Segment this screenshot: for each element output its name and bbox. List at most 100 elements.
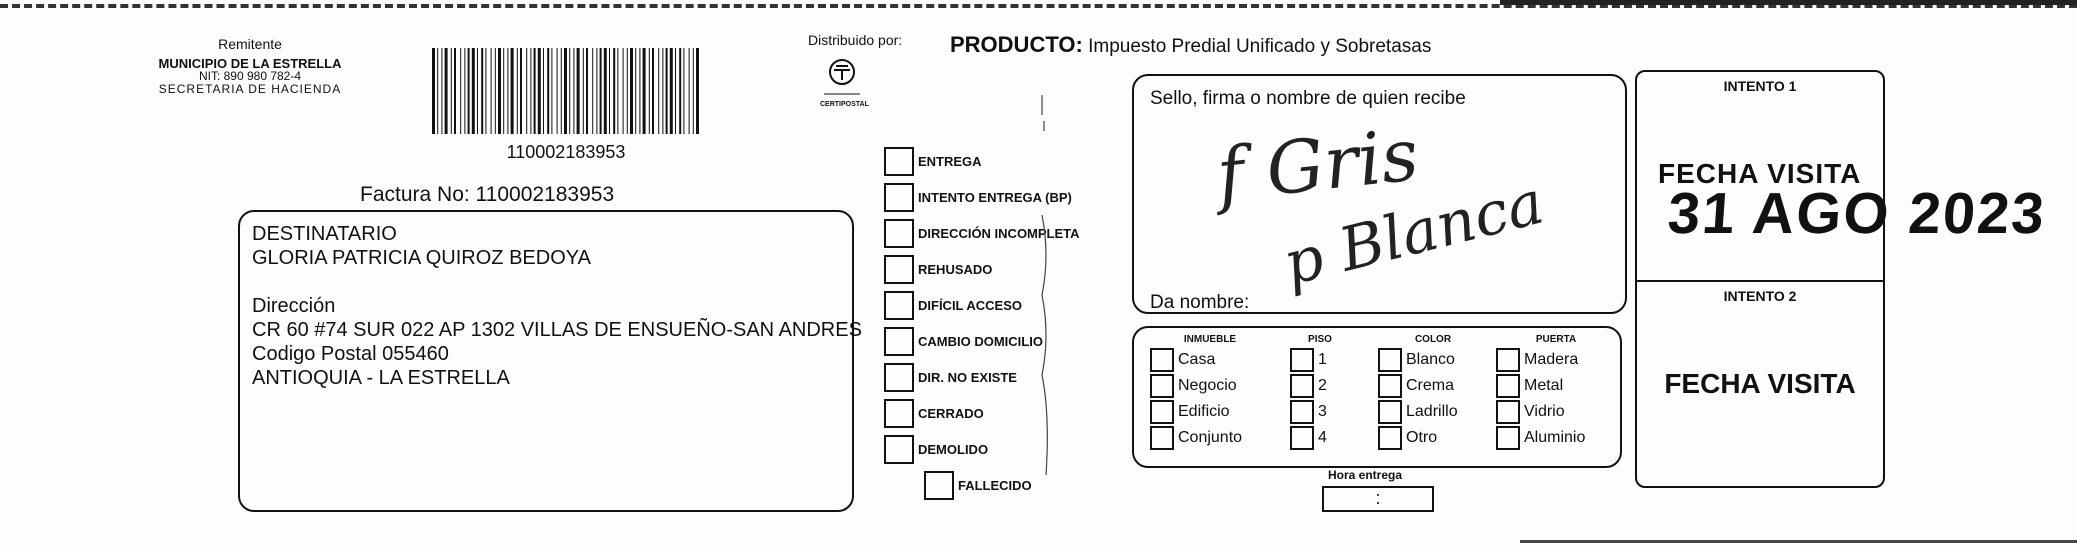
barcode-bar bbox=[648, 48, 650, 134]
attempt-2-label: INTENTO 2 bbox=[1723, 288, 1797, 304]
handwritten-signature: f Gris p Blanca bbox=[1208, 112, 1550, 299]
barcode-bar bbox=[471, 48, 475, 134]
checkbox[interactable] bbox=[1378, 426, 1402, 450]
checkbox[interactable] bbox=[884, 182, 914, 212]
checkbox[interactable] bbox=[1290, 426, 1314, 450]
barcode-bar bbox=[662, 48, 664, 134]
checkbox[interactable] bbox=[884, 398, 914, 428]
barcode-bar bbox=[635, 48, 637, 134]
color-head: COLOR bbox=[1414, 334, 1452, 345]
checkbox[interactable] bbox=[884, 218, 914, 248]
barcode-bar bbox=[560, 48, 562, 134]
barcode-bar bbox=[520, 48, 522, 134]
checkbox[interactable] bbox=[1150, 348, 1174, 372]
checkbox[interactable] bbox=[1290, 374, 1314, 398]
barcode-bar bbox=[477, 48, 478, 134]
checkbox[interactable] bbox=[884, 146, 914, 176]
barcode-bar bbox=[516, 48, 518, 134]
recipient-city: ANTIOQUIA - LA ESTRELLA bbox=[252, 367, 510, 389]
inmueble-head: INMUEBLE bbox=[1183, 334, 1237, 345]
color-blanco[interactable]: Blanco bbox=[1378, 347, 1488, 373]
piso-4[interactable]: 4 bbox=[1290, 425, 1350, 451]
barcode-bar bbox=[573, 48, 575, 134]
status-fallecido[interactable]: FALLECIDO bbox=[884, 467, 1124, 503]
checkbox[interactable] bbox=[884, 326, 914, 356]
logo-text: CERTIPOSTAL bbox=[820, 101, 869, 108]
certipostal-logo: CERTIPOSTAL bbox=[820, 56, 869, 116]
barcode-number: 110002183953 bbox=[506, 142, 626, 162]
puerta-madera[interactable]: Madera bbox=[1496, 347, 1616, 373]
checkbox[interactable] bbox=[1378, 374, 1402, 398]
checkbox[interactable] bbox=[1150, 400, 1174, 424]
checkbox[interactable] bbox=[1378, 348, 1402, 372]
checkbox[interactable] bbox=[884, 290, 914, 320]
barcode-bar bbox=[603, 48, 607, 134]
barcode-bar bbox=[679, 48, 682, 134]
checkbox[interactable] bbox=[1496, 374, 1520, 398]
barcode-bar bbox=[586, 48, 588, 134]
barcode-bar bbox=[576, 48, 580, 134]
attempt-1-fecha: FECHA VISITA bbox=[1658, 158, 1862, 189]
checkbox[interactable] bbox=[884, 254, 914, 284]
status-cambio-domicilio[interactable]: CAMBIO DOMICILIO bbox=[884, 323, 1124, 359]
status-rehusado[interactable]: REHUSADO bbox=[884, 251, 1124, 287]
barcode-bar bbox=[669, 48, 673, 134]
puerta-column: PUERTA Madera Metal Vidrio Aluminio bbox=[1496, 334, 1616, 451]
piso-1[interactable]: 1 bbox=[1290, 347, 1350, 373]
barcode-bar bbox=[556, 48, 558, 134]
status-direccion-incompleta[interactable]: DIRECCIÓN INCOMPLETA bbox=[884, 215, 1124, 251]
checkbox[interactable] bbox=[1150, 374, 1174, 398]
puerta-vidrio[interactable]: Vidrio bbox=[1496, 399, 1616, 425]
puerta-metal[interactable]: Metal bbox=[1496, 373, 1616, 399]
barcode-bar bbox=[432, 48, 435, 134]
color-crema[interactable]: Crema bbox=[1378, 373, 1488, 399]
checkbox[interactable] bbox=[1496, 400, 1520, 424]
attempts-divider bbox=[1635, 280, 1885, 282]
piso-2[interactable]: 2 bbox=[1290, 373, 1350, 399]
status-demolido[interactable]: DEMOLIDO bbox=[884, 431, 1124, 467]
barcode-bar bbox=[547, 48, 550, 134]
puerta-aluminio[interactable]: Aluminio bbox=[1496, 425, 1616, 451]
barcode-bar bbox=[609, 48, 610, 134]
checkbox[interactable] bbox=[924, 470, 954, 500]
postal-code: Codigo Postal 055460 bbox=[252, 343, 449, 365]
checkbox[interactable] bbox=[884, 434, 914, 464]
status-dificil-acceso[interactable]: DIFÍCIL ACCESO bbox=[884, 287, 1124, 323]
certipostal-logo-icon bbox=[824, 59, 860, 95]
checkbox[interactable] bbox=[1496, 348, 1520, 372]
color-ladrillo[interactable]: Ladrillo bbox=[1378, 399, 1488, 425]
status-cerrado[interactable]: CERRADO bbox=[884, 395, 1124, 431]
barcode-bar bbox=[460, 48, 462, 134]
distributed-by-label: Distribuido por: bbox=[808, 32, 903, 48]
delivery-time-field[interactable]: : bbox=[1322, 486, 1434, 512]
checkbox[interactable] bbox=[884, 362, 914, 392]
color-otro[interactable]: Otro bbox=[1378, 425, 1488, 451]
status-entrega[interactable]: ENTREGA bbox=[884, 143, 1124, 179]
piso-column: PISO 1 2 3 4 bbox=[1290, 334, 1350, 451]
barcode-bar bbox=[630, 48, 633, 134]
barcode-bar bbox=[537, 48, 541, 134]
sender-name: MUNICIPIO DE LA ESTRELLA bbox=[158, 56, 342, 71]
product-line: PRODUCTO: Impuesto Predial Unificado y S… bbox=[950, 32, 1431, 58]
inmueble-edificio[interactable]: Edificio bbox=[1150, 399, 1270, 425]
inmueble-conjunto[interactable]: Conjunto bbox=[1150, 425, 1270, 451]
checkbox[interactable] bbox=[1378, 400, 1402, 424]
inmueble-casa[interactable]: Casa bbox=[1150, 347, 1270, 373]
barcode-bar bbox=[596, 48, 598, 134]
barcode-bar bbox=[688, 48, 690, 134]
checkbox[interactable] bbox=[1150, 426, 1174, 450]
top-solid-rule bbox=[1500, 0, 2077, 5]
barcode-bar bbox=[437, 48, 439, 134]
barcode-bar bbox=[613, 48, 616, 134]
attempt-1-label: INTENTO 1 bbox=[1723, 78, 1797, 94]
status-intento-entrega[interactable]: INTENTO ENTREGA (BP) bbox=[884, 179, 1124, 215]
sender-label: Remitente bbox=[218, 36, 282, 52]
status-dir-no-existe[interactable]: DIR. NO EXISTE bbox=[884, 359, 1124, 395]
piso-3[interactable]: 3 bbox=[1290, 399, 1350, 425]
inmueble-negocio[interactable]: Negocio bbox=[1150, 373, 1270, 399]
checkbox[interactable] bbox=[1290, 400, 1314, 424]
signature-label: Sello, firma o nombre de quien recibe bbox=[1150, 88, 1466, 109]
barcode-bar bbox=[444, 48, 448, 134]
checkbox[interactable] bbox=[1290, 348, 1314, 372]
checkbox[interactable] bbox=[1496, 426, 1520, 450]
